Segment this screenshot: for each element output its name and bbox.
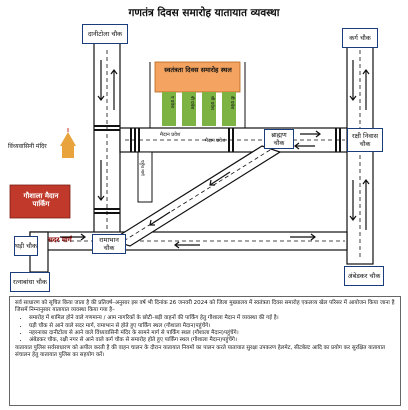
temple-icon	[60, 128, 76, 158]
danitola-chowk: दानीटोला चौक	[82, 24, 128, 44]
arrows-left-road	[97, 60, 118, 201]
notice-item: घड़ी चौक से आने वाले सदर मार्ग, रामाभान …	[29, 323, 395, 330]
ratnabandha-chowk: रत्नाबांधा चौक	[10, 272, 50, 292]
parking-label: गौशाला मैदान पार्किंग	[23, 192, 59, 208]
venue-block	[154, 61, 241, 93]
gate-c	[202, 92, 216, 126]
arrows-diagonal-road	[149, 171, 231, 226]
entry-a-label: ए प्रवेश	[169, 96, 174, 109]
parking-area	[9, 184, 71, 219]
maidan-entry-label-2: मैदान प्रवेश	[205, 138, 226, 144]
entry-c-label: सी प्रवेश	[209, 96, 214, 110]
temple-label: विंध्यवासिनी मंदिर	[8, 143, 47, 150]
sadar-marg-label: सदर मार्ग	[48, 236, 72, 244]
ambedkar-chowk: अंबेडकर चौक	[344, 266, 384, 286]
road-label-1: पहुँच मार्ग	[139, 160, 144, 176]
entry-d-label: डी प्रवेश	[229, 96, 234, 110]
notice-closing: यातायात पुलिस सर्वसाधारण को अपील करती है…	[15, 345, 386, 359]
road-bottom	[29, 231, 348, 251]
entry-b-label: बी प्रवेश	[189, 96, 194, 110]
notice-intro: सर्व साधारण को सूचित किया जाता है की प्र…	[15, 300, 395, 314]
ramabhan-chowk: रामाभान चौक	[92, 234, 126, 254]
karg-chowk: कर्ग चौक	[342, 28, 378, 48]
road-karg	[346, 41, 374, 265]
maidan-entry-label-1: मैदान प्रवेश	[160, 132, 181, 138]
ghadi-chowk: घड़ी चौक	[14, 236, 38, 256]
gate-a	[162, 92, 176, 126]
arrows-right-road	[349, 60, 370, 230]
arrows-bottom-road	[60, 233, 316, 249]
notice-box: सर्व साधारण को सूचित किया जाता है की प्र…	[9, 296, 401, 406]
road-centre-stub	[137, 151, 153, 203]
gate-d	[222, 92, 236, 126]
notice-item: अंबेडकर चौक, रक्षी नगर से आने वाले कर्ग …	[29, 337, 395, 344]
notice-item: नहरनाका दानीटोला से आने वाले विंध्यवासिन…	[29, 330, 395, 337]
notice-list: समारोह में शामिल होने वाले गणमान्य / आम …	[29, 315, 395, 344]
road-diagonal	[110, 145, 282, 247]
arrows-maidan-road	[294, 130, 321, 150]
gate-b	[182, 92, 196, 126]
venue-label: स्वतंत्रता दिवस समारोह स्थल	[164, 66, 232, 74]
rakshi-niwas-chowk: रक्षी निवास चौक	[347, 128, 383, 152]
page-title: गणतंत्र दिवस समारोह यातायात व्यवस्था	[128, 7, 280, 19]
brahman-chowk: ब्राह्मण चौक	[264, 129, 294, 149]
barricade-marks	[94, 125, 341, 214]
notice-item: समारोह में शामिल होने वाले गणमान्य / आम …	[29, 315, 395, 322]
